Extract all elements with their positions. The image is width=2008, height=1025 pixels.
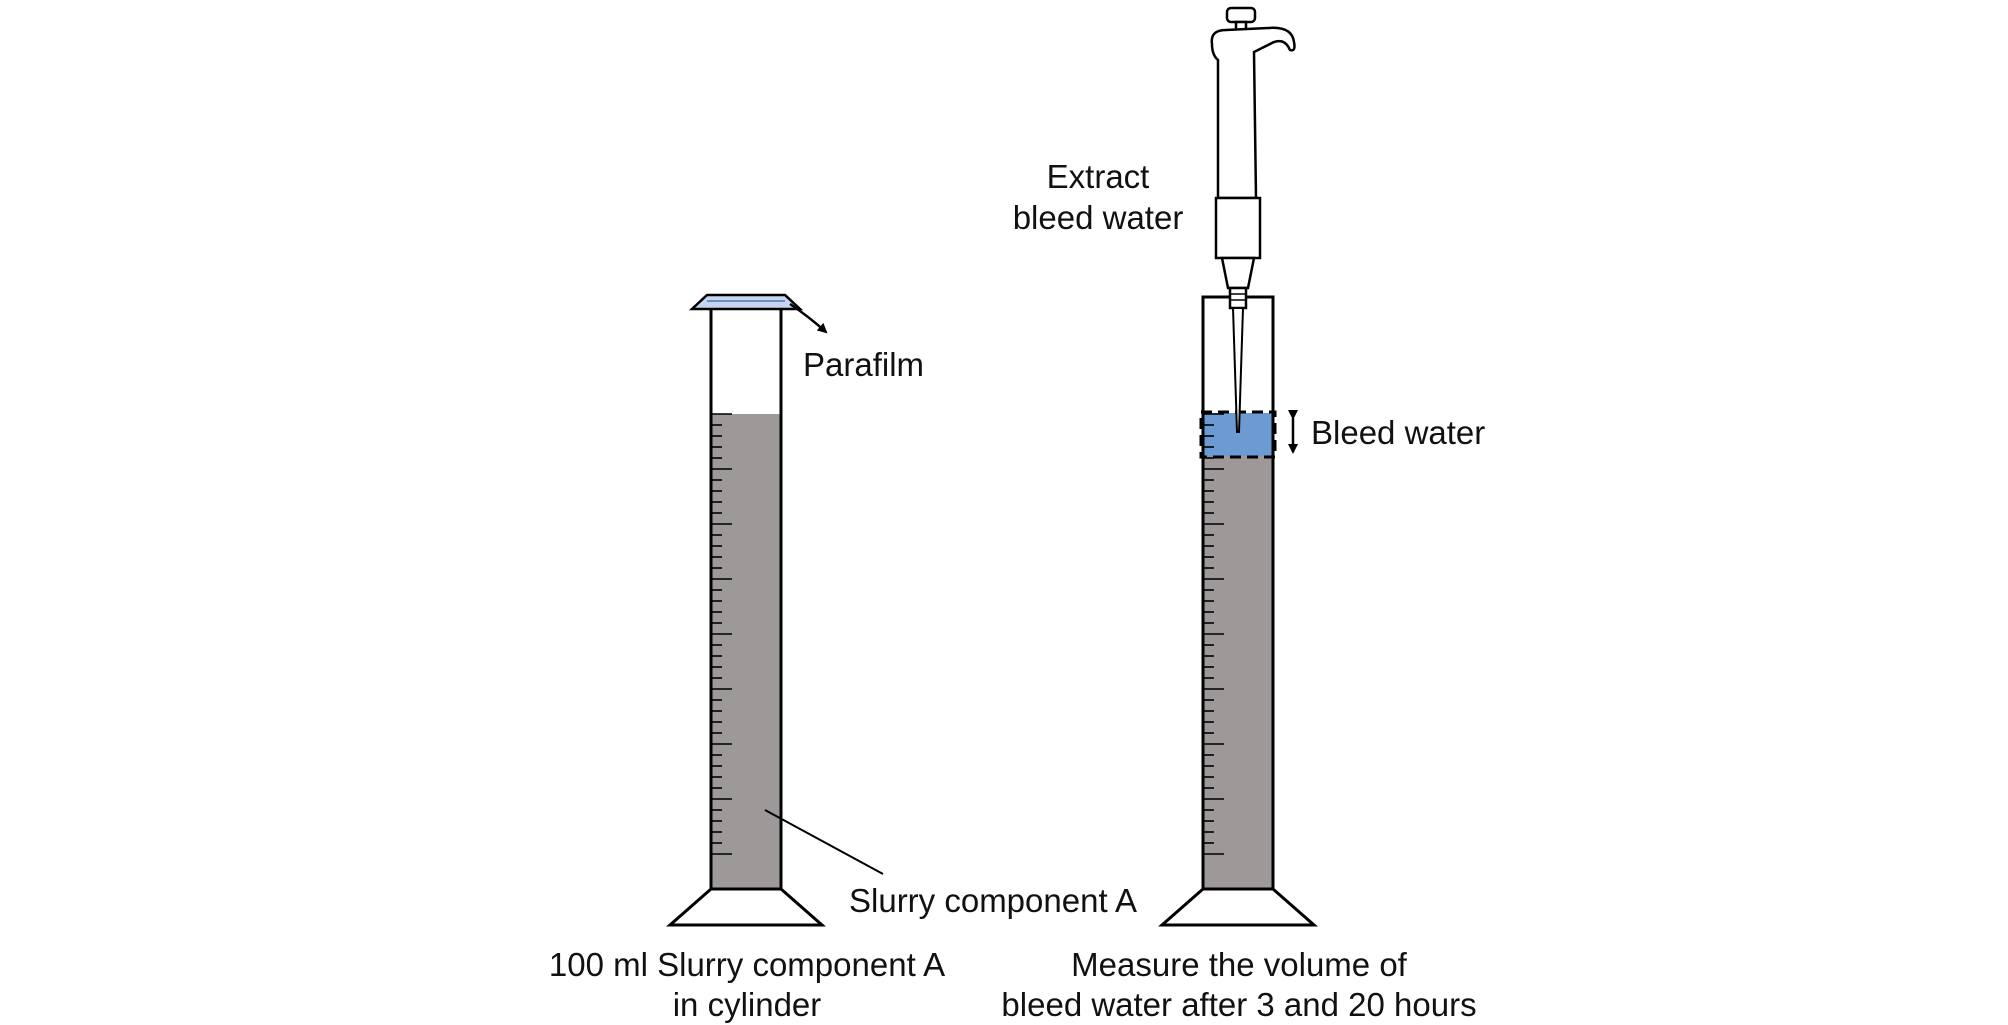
slurry-label: Slurry component A [849, 882, 1137, 919]
pipette [1210, 6, 1296, 433]
parafilm-arrow [789, 302, 828, 334]
bleed-water-label: Bleed water [1311, 414, 1486, 451]
pipette-cone [1220, 256, 1256, 290]
left-graduation-ticks [712, 413, 732, 855]
pipette-barrel [1214, 196, 1262, 260]
pipette-tip [1231, 307, 1245, 433]
right-caption-line2: bleed water after 3 and 20 hours [1001, 986, 1477, 1023]
right-slurry-fill [1203, 456, 1273, 889]
slurry-leader-line [764, 809, 884, 875]
left-caption-line2: in cylinder [672, 986, 822, 1023]
parafilm-label: Parafilm [803, 346, 925, 383]
left-slurry-fill [711, 414, 781, 889]
pipette-plunger-knob [1225, 6, 1257, 24]
pipette-label-line1: Extract [1046, 158, 1150, 195]
left-caption-line1: 100 ml Slurry component A [548, 946, 946, 983]
left-cylinder-base [666, 887, 826, 927]
pipette-label-line2: bleed water [1012, 199, 1184, 236]
pipette-tip-holder [1228, 286, 1248, 310]
right-graduation-ticks [1204, 413, 1224, 855]
right-cylinder-base [1158, 887, 1318, 927]
pipette-handle [1210, 26, 1296, 200]
right-caption-line1: Measure the volume of [1071, 946, 1407, 983]
left-cylinder [666, 293, 884, 927]
right-cylinder [1158, 295, 1318, 927]
